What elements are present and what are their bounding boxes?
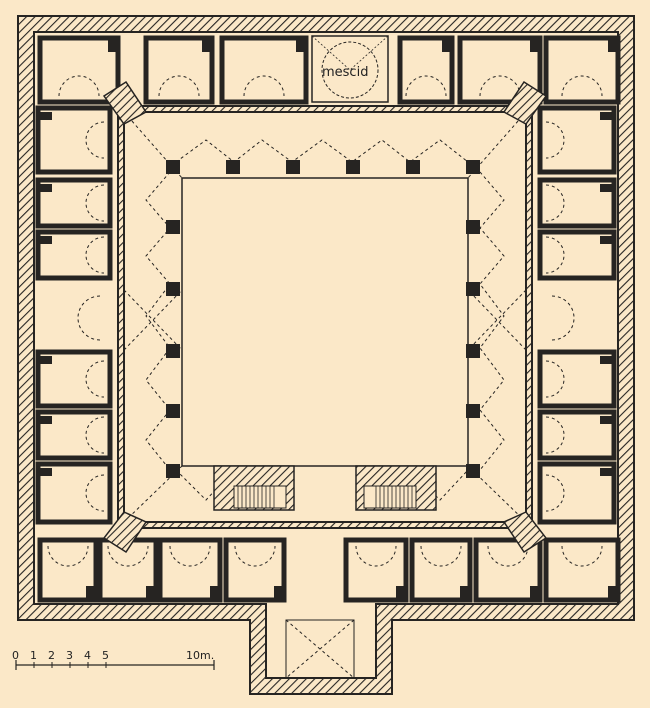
scale-tick-1: 1: [30, 649, 37, 662]
scale-tick-4: 4: [84, 649, 91, 662]
room-top-3: [397, 35, 455, 105]
entrance-vestibule: [285, 619, 355, 679]
scale-tick-2: 2: [48, 649, 55, 662]
staircase-right: [355, 465, 437, 511]
room-bottom-6: [473, 537, 543, 603]
room-bottom-0: [37, 537, 99, 603]
room-right-1: [537, 177, 617, 229]
room-right-3: [537, 349, 617, 409]
scale-end-label: 10m.: [186, 649, 214, 662]
room-bottom-3: [223, 537, 287, 603]
room-right-0: [537, 105, 617, 175]
staircase-left: [213, 465, 295, 511]
room-bottom-2: [157, 537, 223, 603]
courtyard-piers: [166, 160, 480, 478]
room-top-2: [219, 35, 309, 105]
rooms-layer: [35, 35, 621, 603]
side-gate-left: [77, 295, 101, 341]
room-left-3: [35, 349, 113, 409]
room-left-1: [35, 177, 113, 229]
scale-tick-0: 0: [12, 649, 19, 662]
room-top-1: [143, 35, 215, 105]
room-left-2: [35, 229, 113, 281]
corner-passages: [102, 80, 548, 554]
room-bottom-5: [409, 537, 473, 603]
room-right-4: [537, 409, 617, 461]
courtyard: [181, 177, 469, 467]
outer-wall: [17, 15, 635, 695]
arcade-dotted-lines: [123, 111, 527, 679]
scale-bar: 0 1 2 3 4 5 10m.: [12, 649, 215, 670]
room-left-5: [35, 461, 113, 525]
room-top-0: [37, 35, 121, 105]
scale-tick-5: 5: [102, 649, 109, 662]
room-left-0: [35, 105, 113, 175]
room-right-5: [537, 461, 617, 525]
room-top-5: [543, 35, 621, 105]
side-gate-right: [551, 295, 575, 341]
room-bottom-7: [543, 537, 621, 603]
room-top-4: [457, 35, 543, 105]
mescid-label: mescid: [322, 65, 368, 80]
room-left-4: [35, 409, 113, 461]
room-bottom-4: [343, 537, 409, 603]
room-right-2: [537, 229, 617, 281]
mescid: mescid: [311, 35, 389, 103]
scale-tick-3: 3: [66, 649, 73, 662]
